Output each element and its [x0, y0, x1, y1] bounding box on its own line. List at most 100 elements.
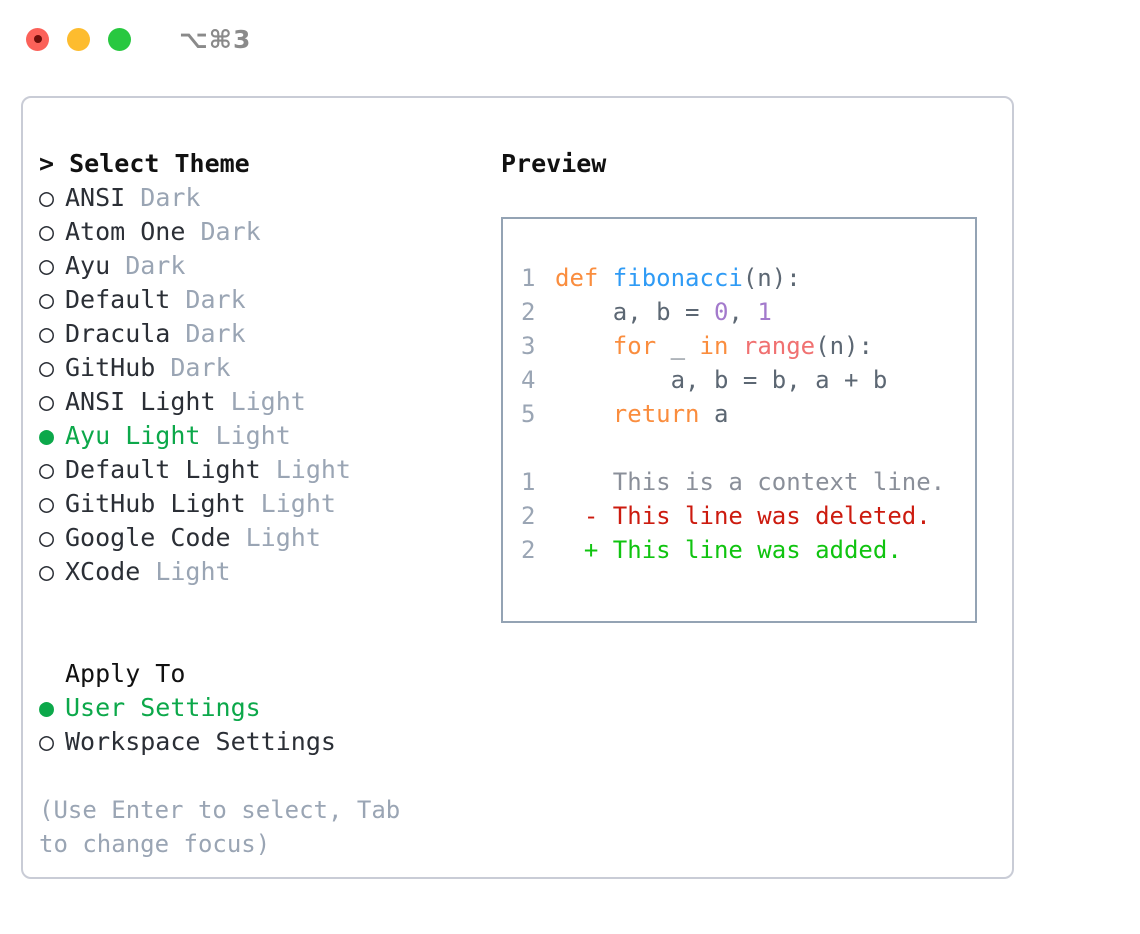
- preview-heading: Preview: [501, 149, 607, 178]
- close-button[interactable]: [26, 27, 49, 51]
- theme-selection-column: > Select Theme ○ANSI Dark○Atom One Dark○…: [39, 147, 479, 861]
- code-line-number: 1: [521, 264, 536, 292]
- radio-unselected-icon: ○: [39, 353, 55, 382]
- section-spacer: [39, 589, 479, 657]
- diff-line-number: 2: [521, 536, 536, 564]
- theme-option-variant-tag: Light: [140, 557, 231, 586]
- apply-to-option-label: Workspace Settings: [65, 727, 336, 756]
- theme-option-label: Atom One: [65, 217, 186, 246]
- theme-option-xcode[interactable]: ○ XCode Light: [39, 555, 479, 589]
- radio-selected-icon: ●: [39, 421, 55, 450]
- window-controls: [26, 27, 131, 51]
- select-theme-heading: > Select Theme: [39, 147, 479, 181]
- diff-line-text: + This line was added.: [555, 536, 902, 564]
- theme-option-label: ANSI: [65, 183, 126, 212]
- code-line-number: 2: [521, 298, 536, 326]
- theme-option-atom-one[interactable]: ○Atom One Dark: [39, 215, 479, 249]
- theme-option-dracula[interactable]: ○ Dracula Dark: [39, 317, 479, 351]
- theme-option-label: Ayu Light: [65, 421, 201, 450]
- window-shortcut-label: ⌥⌘3: [179, 24, 252, 54]
- code-line-number: 3: [521, 332, 536, 360]
- theme-option-variant-tag: Dark: [155, 353, 231, 382]
- theme-option-google-code[interactable]: ○ Google Code Light: [39, 521, 479, 555]
- radio-unselected-icon: ○: [39, 557, 55, 586]
- theme-option-ayu-light[interactable]: ● Ayu Light Light: [39, 419, 479, 453]
- theme-option-label: XCode: [65, 557, 141, 586]
- code-token-kw: def: [555, 264, 613, 292]
- code-line: 4 a, b = b, a + b: [521, 363, 975, 397]
- theme-option-github[interactable]: ○ GitHub Dark: [39, 351, 479, 385]
- radio-unselected-icon: ○: [39, 455, 55, 484]
- diff-line-del: 2 - This line was deleted.: [521, 499, 975, 533]
- code-token-plain: (n):: [742, 264, 801, 292]
- radio-unselected-icon: ○: [39, 489, 55, 518]
- title-bar: ⌥⌘3: [0, 0, 1140, 78]
- radio-unselected-icon: ○: [39, 251, 55, 280]
- minimize-button[interactable]: [67, 27, 90, 51]
- theme-option-label: Ayu: [65, 251, 111, 280]
- theme-option-label: Google Code: [65, 523, 231, 552]
- radio-unselected-icon: ○: [39, 523, 55, 552]
- theme-option-label: ANSI Light: [65, 387, 216, 416]
- code-token-plain: a, b =: [555, 298, 714, 326]
- caret-prompt-icon: >: [39, 149, 70, 178]
- theme-picker-panel: > Select Theme ○ANSI Dark○Atom One Dark○…: [21, 96, 1014, 879]
- theme-option-label: GitHub: [65, 353, 156, 382]
- diff-line-add: 2 + This line was added.: [521, 533, 975, 567]
- theme-option-variant-tag: Light: [230, 523, 321, 552]
- diff-line-number: 2: [521, 502, 536, 530]
- theme-option-variant-tag: Light: [200, 421, 291, 450]
- theme-option-variant-tag: Light: [260, 455, 351, 484]
- theme-option-github-light[interactable]: ○GitHub Light Light: [39, 487, 479, 521]
- theme-option-variant-tag: Dark: [170, 285, 246, 314]
- code-token-num: 0: [713, 298, 729, 326]
- radio-unselected-icon: ○: [39, 727, 55, 756]
- theme-option-default-light[interactable]: ○ Default Light Light: [39, 453, 479, 487]
- code-token-plain: [728, 332, 742, 360]
- apply-to-option-workspace-settings[interactable]: ○ Workspace Settings: [39, 725, 479, 759]
- theme-option-variant-tag: Light: [215, 387, 306, 416]
- code-token-plain: a: [699, 400, 729, 428]
- theme-option-ansi[interactable]: ○ANSI Dark: [39, 181, 479, 215]
- theme-option-variant-tag: Dark: [170, 319, 246, 348]
- radio-unselected-icon: ○: [39, 319, 55, 348]
- theme-option-variant-tag: Dark: [185, 217, 261, 246]
- theme-option-default[interactable]: ○Default Dark: [39, 283, 479, 317]
- theme-option-ansi-light[interactable]: ○ANSI Light Light: [39, 385, 479, 419]
- code-line: 2 a, b = 0, 1: [521, 295, 975, 329]
- diff-line-text: This is a context line.: [555, 468, 946, 496]
- code-token-plain: [555, 400, 613, 428]
- code-spacer: [521, 431, 975, 465]
- code-line: 3 for _ in range(n):: [521, 329, 975, 363]
- select-theme-heading-label: Select Theme: [69, 149, 250, 178]
- theme-option-variant-tag: Dark: [125, 183, 201, 212]
- radio-unselected-icon: ○: [39, 285, 55, 314]
- apply-to-list: ●User Settings○ Workspace Settings: [39, 691, 479, 759]
- code-token-plain: ,: [728, 298, 758, 326]
- code-line-number: 4: [521, 366, 536, 394]
- diff-line-number: 1: [521, 468, 536, 496]
- zoom-button[interactable]: [108, 27, 131, 51]
- theme-option-label: Dracula: [65, 319, 171, 348]
- code-token-kw: for: [612, 332, 657, 360]
- theme-option-ayu[interactable]: ○Ayu Dark: [39, 249, 479, 283]
- theme-option-label: Default Light: [65, 455, 261, 484]
- code-token-num: 1: [757, 298, 772, 326]
- theme-list: ○ANSI Dark○Atom One Dark○Ayu Dark○Defaul…: [39, 181, 479, 589]
- apply-to-option-label: User Settings: [65, 693, 261, 722]
- code-token-plain: _: [656, 332, 700, 360]
- code-line-number: 5: [521, 400, 536, 428]
- theme-option-label: GitHub Light: [65, 489, 246, 518]
- apply-to-option-user-settings[interactable]: ●User Settings: [39, 691, 479, 725]
- code-token-plain: [555, 332, 613, 360]
- diff-block: 1 This is a context line.2 - This line w…: [521, 465, 975, 567]
- code-token-kw: in: [699, 332, 729, 360]
- diff-line-ctx: 1 This is a context line.: [521, 465, 975, 499]
- code-token-fn: fibonacci: [612, 264, 743, 292]
- code-token-plain: a, b = b, a + b: [555, 366, 888, 394]
- apply-to-heading: Apply To: [65, 659, 186, 688]
